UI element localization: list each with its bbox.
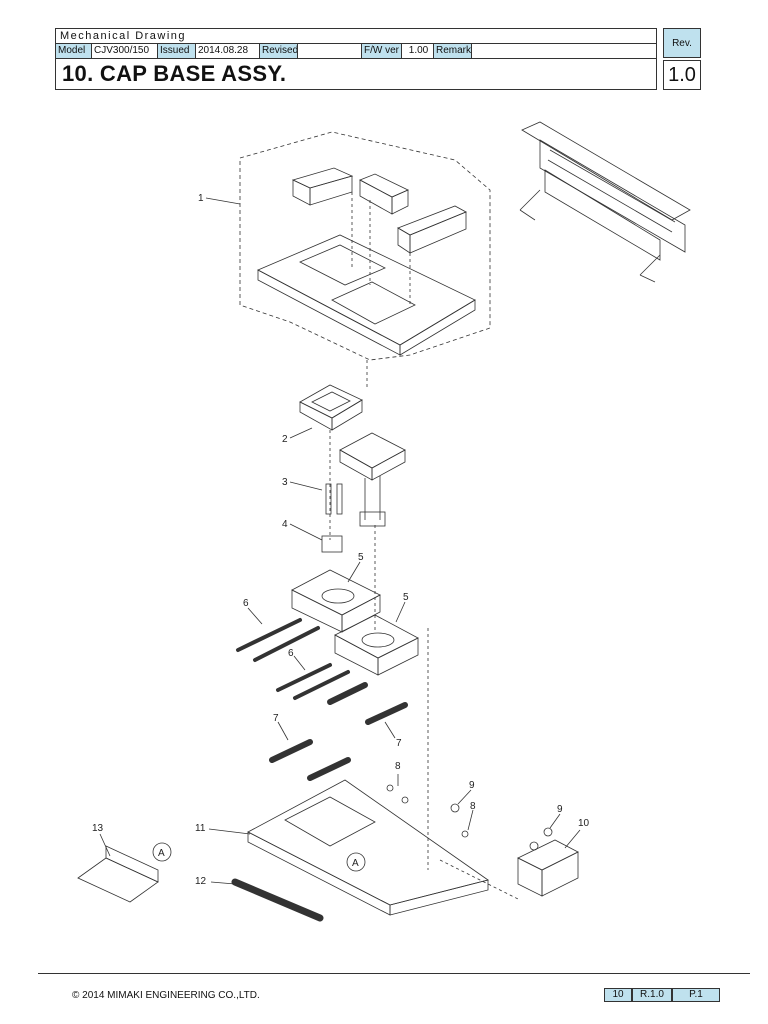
- pad-block-c: [397, 205, 467, 254]
- info-row: Model CJV300/150 Issued 2014.08.28 Revis…: [56, 44, 656, 59]
- callout-12: 12: [195, 876, 207, 887]
- callout-labels: 1 2 3 4 5 5 6 6 7 7 8 8 9 9 10 11 12 13 …: [92, 193, 590, 887]
- pin-3b: [336, 483, 343, 515]
- cap-base-5a: [291, 569, 381, 633]
- revised-value: [298, 44, 362, 58]
- ref-a-circle-1: [152, 842, 172, 862]
- callout-11: 11: [195, 823, 206, 834]
- holder-10: [517, 839, 579, 897]
- callout-7a: 7: [273, 713, 279, 724]
- cap-unit-2b: [339, 432, 406, 527]
- callout-5a: 5: [358, 552, 364, 563]
- callout-a1: A: [158, 848, 165, 859]
- callout-8a: 8: [395, 761, 401, 772]
- cap-unit-2: [299, 384, 363, 431]
- assy-1-outline: [239, 131, 491, 361]
- cap-plate: [257, 234, 476, 356]
- spring-7d: [307, 757, 351, 781]
- exploded-view-drawing: 1 2 3 4 5 5 6 6 7 7 8 8 9 9 10 11 12 13 …: [77, 121, 691, 922]
- pad-block-a: [291, 167, 354, 206]
- callout-1: 1: [198, 193, 204, 204]
- shaft-6b: [253, 626, 320, 662]
- callout-8b: 8: [470, 801, 476, 812]
- footer-revision: R.1.0: [632, 988, 672, 1002]
- printer-thumbnail: [519, 121, 691, 283]
- rev-value: 1.0: [663, 60, 701, 90]
- shaft-6c: [276, 663, 332, 692]
- rod-12: [231, 878, 324, 922]
- spring-7b: [365, 702, 408, 725]
- callout-10: 10: [578, 818, 590, 829]
- fw-value: 1.00: [402, 44, 434, 58]
- footer-divider: [38, 973, 750, 974]
- issued-label: Issued: [158, 44, 196, 58]
- doc-type: Mechanical Drawing: [56, 29, 656, 44]
- bracket-13: [77, 845, 159, 903]
- base-plate-11: [247, 779, 489, 916]
- remark-label: Remark: [434, 44, 472, 58]
- revised-label: Revised: [260, 44, 298, 58]
- callout-6a: 6: [243, 598, 249, 609]
- revision-block: Rev. 1.0: [663, 28, 701, 90]
- valve-4: [321, 535, 343, 553]
- footer-page: P.1: [672, 988, 720, 1002]
- pad-block-b: [359, 173, 409, 215]
- title-block: Mechanical Drawing Model CJV300/150 Issu…: [55, 28, 657, 90]
- shaft-6d: [293, 670, 350, 700]
- callout-9b: 9: [557, 804, 563, 815]
- rev-label: Rev.: [663, 28, 701, 58]
- issued-value: 2014.08.28: [196, 44, 260, 58]
- callout-3: 3: [282, 477, 288, 488]
- callout-4: 4: [282, 519, 288, 530]
- page-title: 10. CAP BASE ASSY.: [62, 61, 287, 86]
- fw-label: F/W ver: [362, 44, 402, 58]
- callout-5b: 5: [403, 592, 409, 603]
- footer-section: 10: [604, 988, 632, 1002]
- callout-13: 13: [92, 823, 104, 834]
- cap-base-5b: [334, 614, 419, 676]
- ref-a-circle-2: [346, 852, 366, 872]
- callout-a2: A: [352, 858, 359, 869]
- remark-value: [472, 44, 656, 58]
- callout-6b: 6: [288, 648, 294, 659]
- model-value: CJV300/150: [92, 44, 158, 58]
- spring-7a: [327, 682, 368, 705]
- callout-7b: 7: [396, 738, 402, 749]
- callout-9a: 9: [469, 780, 475, 791]
- pin-3a: [325, 483, 332, 515]
- copyright: © 2014 MIMAKI ENGINEERING CO.,LTD.: [72, 990, 260, 1001]
- spring-7c: [269, 739, 313, 763]
- model-label: Model: [56, 44, 92, 58]
- shaft-6a: [236, 618, 302, 652]
- callout-2: 2: [282, 434, 288, 445]
